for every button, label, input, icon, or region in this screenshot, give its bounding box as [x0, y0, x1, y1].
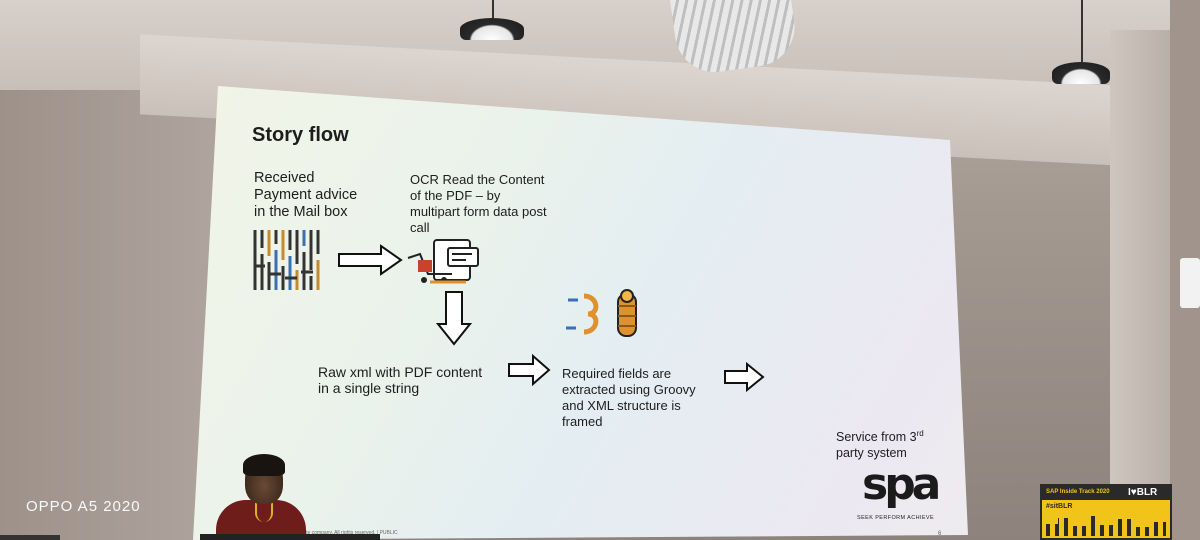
required-line: extracted using Groovy [562, 382, 696, 397]
raw-xml-line: Raw xml with PDF content [318, 364, 483, 380]
speaker-hair [243, 454, 285, 476]
received-text: Received Payment advice in the Mail box [254, 170, 357, 221]
slide-title: Story flow [252, 124, 349, 146]
ocr-line: OCR Read the Content [410, 172, 545, 187]
required-line: and XML structure is [562, 398, 681, 413]
ceiling-lamp-right [1052, 0, 1110, 95]
required-fields-text: Required fields are extracted using Groo… [562, 366, 696, 430]
received-line: Payment advice [254, 187, 358, 203]
service-line: party system [836, 446, 907, 461]
flow-arrow-right-3 [724, 362, 765, 392]
spa-logo-tagline: SEEK PERFORM ACHIEVE [857, 515, 935, 521]
slide-footer: iliate company. All rights reserved. | P… [300, 530, 398, 536]
wall-pillar [1110, 30, 1170, 500]
received-line: Received [254, 170, 315, 186]
payment-advice-icon [253, 230, 320, 290]
speaker-lanyard [255, 502, 273, 522]
wall-sign [1180, 258, 1200, 308]
ocr-text: OCR Read the Content of the PDF – by mul… [410, 172, 547, 236]
banner-header-bar [1042, 486, 1170, 500]
raw-xml-line: in a single string [318, 380, 420, 396]
received-line: in the Mail box [254, 204, 348, 220]
ocr-line: call [410, 220, 430, 235]
flow-arrow-down [436, 291, 472, 346]
ocr-line: multipart form data post [410, 204, 547, 219]
foreground-device [0, 535, 60, 540]
service-text: Service from 3rd party system [836, 426, 924, 461]
required-line: framed [562, 414, 603, 429]
banner-city: I♥BLR [1128, 487, 1158, 498]
ocr-document-icon [407, 239, 479, 284]
slide-page-number: 6 [938, 531, 942, 537]
banner-hashtag: #sitBLR [1046, 503, 1073, 510]
banner-skyline-graphic [1046, 516, 1166, 536]
raw-xml-text: Raw xml with PDF content in a single str… [318, 364, 482, 396]
service-line: Service from 3 [836, 430, 917, 445]
left-wall [0, 90, 225, 540]
flow-arrow-right-2 [508, 354, 551, 386]
service-superscript: rd [916, 429, 924, 438]
ceiling-lamp-left [460, 0, 524, 50]
groovy-extract-icon [566, 289, 637, 337]
camera-watermark: OPPO A5 2020 [26, 498, 141, 515]
spa-logo: spa [862, 459, 941, 510]
required-line: Required fields are [562, 366, 672, 381]
banner-event-name: SAP Inside Track 2020 [1046, 489, 1110, 495]
ocr-line: of the PDF – by [410, 188, 501, 203]
flow-arrow-right [338, 244, 403, 276]
event-banner: SAP Inside Track 2020 I♥BLR #sitBLR [1040, 484, 1172, 540]
podium-edge [200, 534, 380, 540]
